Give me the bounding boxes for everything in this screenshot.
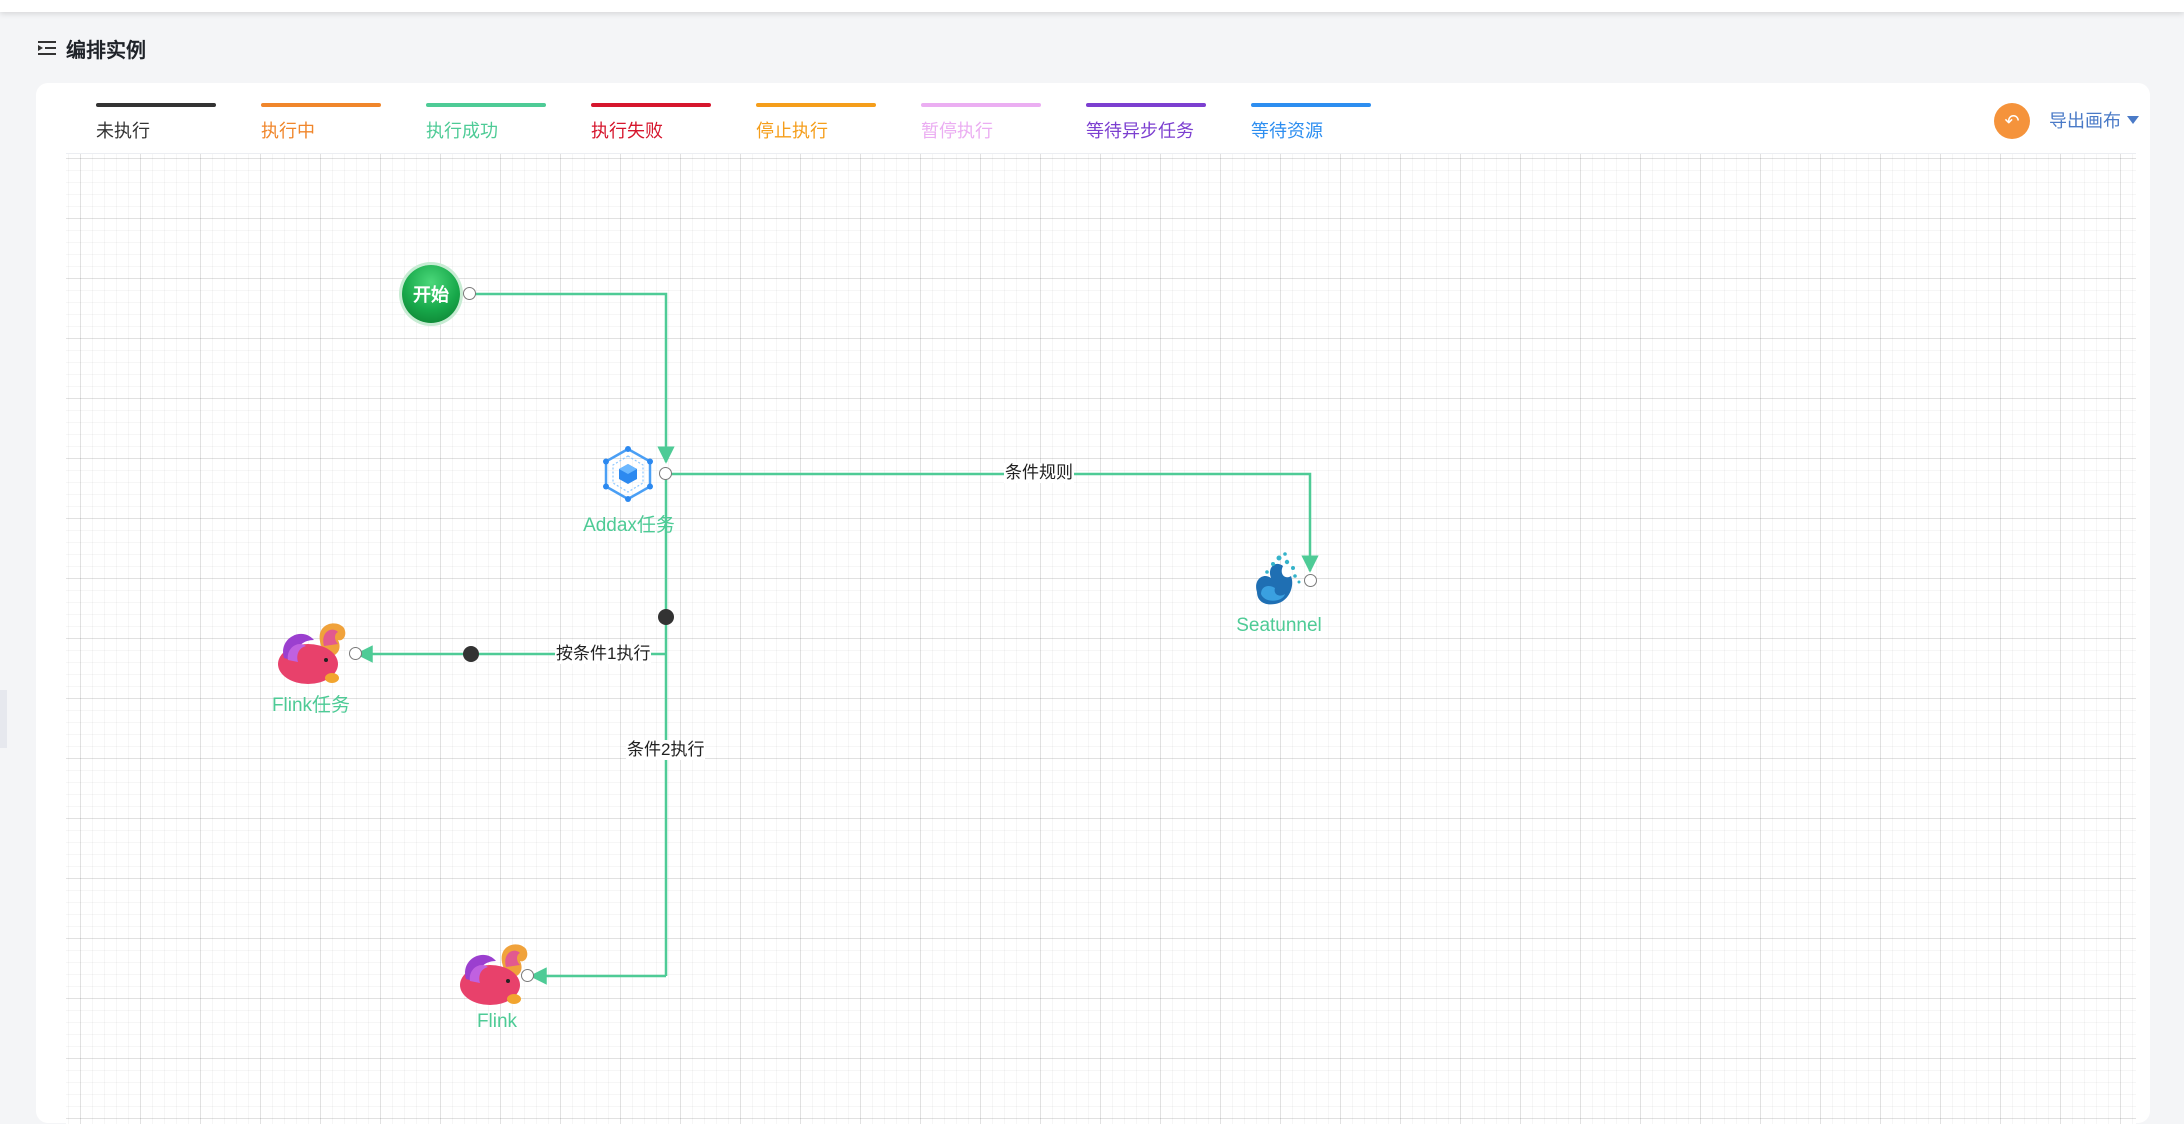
- legend-stopped[interactable]: 停止执行: [756, 103, 876, 149]
- edge-addax-to-seatunnel: [666, 472, 1319, 573]
- outdent-list-icon: [38, 41, 56, 55]
- legend-bar: [426, 103, 546, 107]
- edge-label-condition-rule[interactable]: 条件规则: [1004, 463, 1074, 483]
- flink-squirrel-icon: [460, 944, 528, 1005]
- legend-bar: [921, 103, 1041, 107]
- flink-port[interactable]: [521, 969, 534, 982]
- workflow-canvas[interactable]: 条件规则 按条件1执行 条件2执行 开始 Addax任务: [66, 153, 2136, 1124]
- page-title: 编排实例: [36, 33, 146, 63]
- legend-bar: [591, 103, 711, 107]
- edge-start-to-addax: [474, 292, 675, 464]
- export-canvas-label: 导出画布: [2049, 111, 2121, 131]
- legend-label: 未执行: [96, 121, 150, 141]
- legend-paused[interactable]: 暂停执行: [921, 103, 1041, 149]
- legend-bar: [96, 103, 216, 107]
- legend-label: 暂停执行: [921, 121, 993, 141]
- flink-task-node[interactable]: [272, 618, 350, 688]
- seatunnel-node[interactable]: [1249, 550, 1307, 612]
- addax-task-node[interactable]: [600, 446, 656, 502]
- chevron-down-icon: [2127, 116, 2139, 124]
- addax-output-port[interactable]: [659, 467, 672, 480]
- legend-label: 执行失败: [591, 121, 663, 141]
- legend-label: 停止执行: [756, 121, 828, 141]
- seatunnel-label: Seatunnel: [1236, 615, 1322, 636]
- legend-failed[interactable]: 执行失败: [591, 103, 711, 149]
- legend-running[interactable]: 执行中: [261, 103, 381, 149]
- edge-bend-handle[interactable]: [463, 646, 479, 662]
- start-node[interactable]: 开始: [402, 265, 460, 323]
- undo-icon: ↶: [2004, 111, 2020, 131]
- export-canvas-dropdown[interactable]: 导出画布: [2049, 107, 2139, 133]
- start-output-port[interactable]: [463, 287, 476, 300]
- legend-not-executed[interactable]: 未执行: [96, 103, 216, 149]
- edge-bend-handle[interactable]: [658, 609, 674, 625]
- edge-label-condition-2[interactable]: 条件2执行: [626, 740, 706, 760]
- legend-label: 等待资源: [1251, 121, 1323, 141]
- legend-bar: [261, 103, 381, 107]
- legend-waiting-async[interactable]: 等待异步任务: [1086, 103, 1206, 149]
- legend-waiting-resource[interactable]: 等待资源: [1251, 103, 1371, 149]
- flink-label: Flink: [476, 1011, 518, 1032]
- flink-node[interactable]: [454, 939, 532, 1009]
- flink-squirrel-icon: [278, 623, 346, 684]
- legend-success[interactable]: 执行成功: [426, 103, 546, 149]
- top-bar: [0, 0, 2184, 12]
- legend-bar: [1251, 103, 1371, 107]
- legend-bar: [1086, 103, 1206, 107]
- flink-task-port[interactable]: [349, 647, 362, 660]
- flink-task-label: Flink任务: [271, 695, 351, 716]
- orchestration-panel: 未执行 执行中 执行成功 执行失败 停止执行 暂停执行 等待异步任务 等待资源 …: [36, 83, 2150, 1124]
- seatunnel-port[interactable]: [1304, 574, 1317, 587]
- legend-label: 执行中: [261, 121, 315, 141]
- legend-label: 等待异步任务: [1086, 121, 1194, 141]
- start-node-label: 开始: [413, 285, 449, 305]
- legend-label: 执行成功: [426, 121, 498, 141]
- edges-layer: [355, 292, 1319, 985]
- edge-label-condition-1[interactable]: 按条件1执行: [555, 644, 652, 664]
- addax-task-label: Addax任务: [583, 515, 675, 536]
- undo-button[interactable]: ↶: [1994, 103, 2030, 139]
- sidebar-collapsed-edge[interactable]: [0, 690, 7, 748]
- page-title-text: 编排实例: [66, 39, 146, 62]
- addax-hexagon-icon: [603, 446, 653, 502]
- seatunnel-icon: [1256, 552, 1301, 605]
- legend-bar: [756, 103, 876, 107]
